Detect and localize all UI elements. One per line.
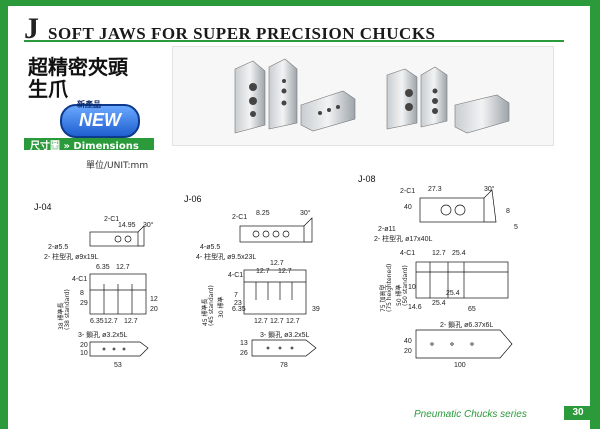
j08-dim-h2: 8	[506, 208, 510, 215]
j04-holes2: 2- 柱型孔 ø9x19L	[44, 254, 99, 261]
footer-series: Pneumatic Chucks series	[414, 409, 527, 420]
j04-dim-b3: 12.7	[124, 318, 138, 325]
j08-bottom-h2: 20	[404, 348, 412, 355]
j06-bottom-label: 3- 鎖孔 ø3.2x5L	[260, 332, 310, 339]
product-photo-illustration	[234, 58, 510, 134]
j04-dim-h2: 8	[80, 290, 84, 297]
j08-dim-h3: 5	[514, 224, 518, 231]
j08-dim-b4: 25.4	[446, 290, 460, 297]
j06-height-en: (45 standard)	[208, 285, 215, 326]
j06-dim-h1: 7	[234, 292, 238, 299]
j08-dim-h1: 40	[404, 204, 412, 211]
j08-front-w2: 25.4	[452, 250, 466, 257]
j08-holes2: 2- 柱型孔 ø17x40L	[374, 236, 433, 243]
j06-bottom-w: 78	[280, 362, 288, 369]
j08-bottom-h1: 40	[404, 338, 412, 345]
j06-front-chamfer: 4-C1	[228, 272, 244, 279]
j06-bottom-h1: 13	[240, 340, 248, 347]
j04-front-chamfer: 4-C1	[72, 276, 88, 283]
j04-height-en: (38 standard)	[64, 289, 71, 330]
chinese-title-line2: 生爪	[28, 77, 68, 101]
j04-bottom-h2: 10	[80, 350, 88, 357]
j06-dim-b1: 6.35	[232, 306, 246, 313]
j06-bottom-h2: 26	[240, 350, 248, 357]
j04-holes1: 2-ø5.5	[48, 244, 69, 251]
j06-front-w3: 12.7	[278, 268, 292, 275]
j08-bottom-w: 100	[454, 362, 466, 369]
j06-height-alt: 30 標準	[218, 296, 225, 318]
j04-chamfer: 2-C1	[104, 216, 120, 223]
new-badge	[60, 104, 140, 138]
j06-front-w1: 12.7	[270, 260, 284, 267]
j04-angle: 30°	[143, 222, 154, 229]
j06-holes1: 4-ø5.5	[200, 244, 221, 251]
j08-bottom-label: 2- 鎖孔 ø6.37x6L	[440, 322, 494, 329]
j06-dim-b5: 39	[312, 306, 320, 313]
j04-dim-b1: 6.35	[90, 318, 104, 325]
j06-chamfer: 2-C1	[232, 214, 248, 221]
j06-top-width: 8.25	[256, 210, 270, 217]
j06-angle: 30°	[300, 210, 311, 217]
j08-dim-b3: 65	[468, 306, 476, 313]
top-border	[0, 0, 600, 6]
title-initial: J	[24, 12, 39, 45]
page-title: SOFT JAWS FOR SUPER PRECISION CHUCKS	[48, 24, 436, 43]
j04-bottom-w: 53	[114, 362, 122, 369]
dimensions-label: 尺寸圖 » Dimensions	[30, 141, 139, 152]
j04-model: J-04	[34, 202, 52, 212]
unit-label: 單位/UNIT:mm	[86, 161, 149, 171]
title-rule	[24, 40, 564, 42]
j06-holes2: 4- 柱型孔 ø9.5x23L	[196, 254, 257, 261]
j04-top-width: 14.95	[118, 222, 136, 229]
j08-holes1: 2-ø11	[378, 226, 396, 233]
j04-bottom-label: 3- 鎖孔 ø3.2x5L	[78, 332, 128, 339]
right-border	[590, 0, 600, 429]
j04-dim-b4: 20	[150, 306, 158, 313]
j08-angle: 30°	[484, 186, 495, 193]
j04-front-w2: 12.7	[116, 264, 130, 271]
dimensions-bar	[24, 138, 154, 150]
new-badge-subtitle: 新產品	[77, 100, 101, 109]
j08-height-en: (75 heightened)	[386, 263, 393, 312]
new-badge-label: NEW	[79, 110, 121, 130]
j08-front-w1: 12.7	[432, 250, 446, 257]
j06-dim-b3: 12.7	[270, 318, 284, 325]
j04-dim-b2: 12.7	[104, 318, 118, 325]
product-photo	[172, 46, 554, 146]
j06-dim-h2: 23	[234, 300, 242, 307]
j04-dim-b5: 12	[150, 296, 158, 303]
j08-top-width: 27.3	[428, 186, 442, 193]
j08-chamfer: 2-C1	[400, 188, 416, 195]
jaw-group-left	[234, 58, 356, 134]
j06-model: J-06	[184, 194, 202, 204]
chinese-title: 超精密夾頭 生爪	[28, 56, 128, 100]
j08-dim-b5: 10	[408, 284, 416, 291]
j06-front-w2: 12.7	[256, 268, 270, 275]
j08-dim-b1: 14.6	[408, 304, 422, 311]
j04-front-w1: 6.35	[96, 264, 110, 271]
j08-dim-b2: 25.4	[432, 300, 446, 307]
j06-dim-b2: 12.7	[254, 318, 268, 325]
jaw-group-right	[386, 66, 510, 134]
j06-dim-b4: 12.7	[286, 318, 300, 325]
j04-dim-h1: 29	[80, 300, 88, 307]
j08-model: J-08	[358, 174, 376, 184]
chinese-title-line1: 超精密夾頭	[28, 55, 128, 79]
j08-front-chamfer: 4-C1	[400, 250, 416, 257]
page-number: 30	[564, 406, 592, 420]
left-border	[0, 0, 8, 429]
j04-bottom-h1: 20	[80, 342, 88, 349]
